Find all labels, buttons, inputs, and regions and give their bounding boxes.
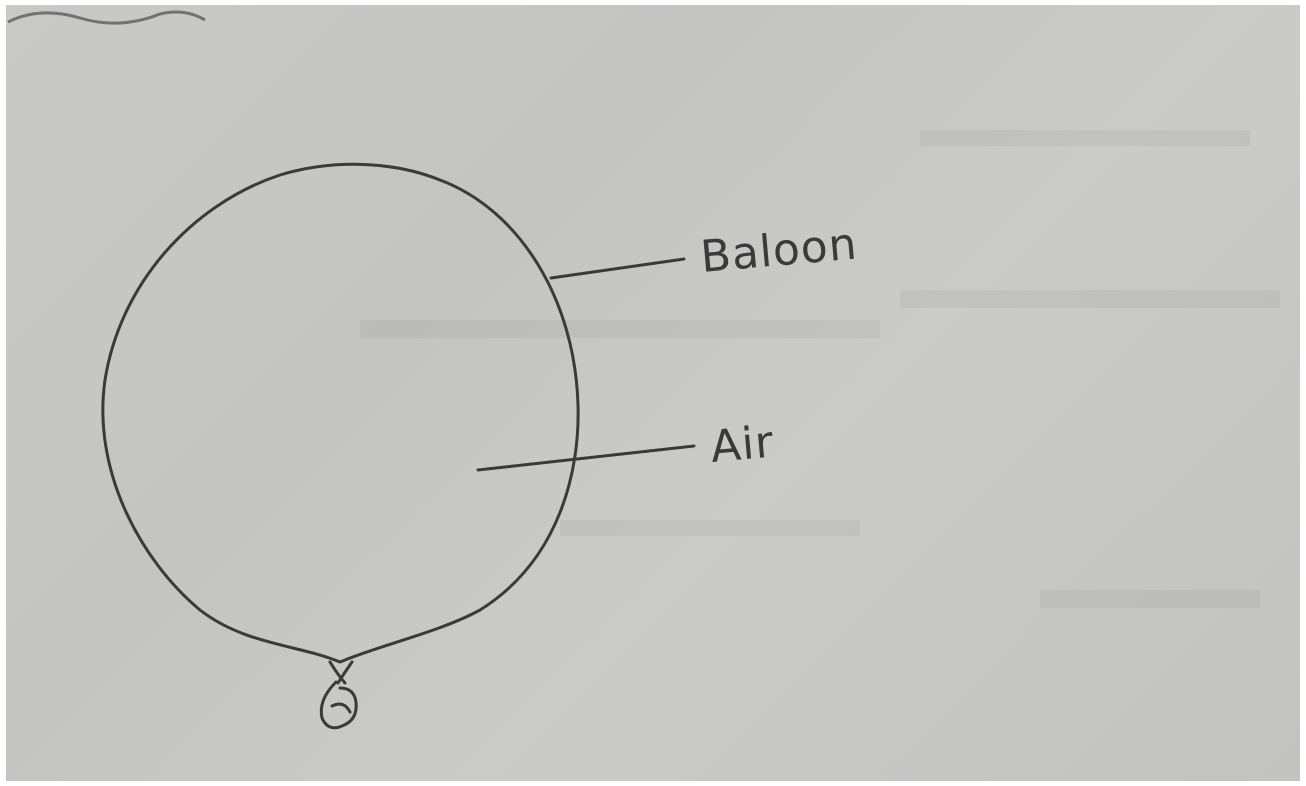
- cropped-top-text: [7, 10, 206, 25]
- balloon-leader-line: [549, 257, 686, 280]
- show-through-texture: [360, 130, 1280, 608]
- air-label: Air: [709, 417, 777, 473]
- balloon-label: Baloon: [699, 218, 860, 282]
- air-leader-line: [476, 444, 696, 472]
- balloon-outline: [101, 162, 580, 664]
- balloon-knot: [319, 660, 358, 730]
- paper-background: [6, 5, 1300, 781]
